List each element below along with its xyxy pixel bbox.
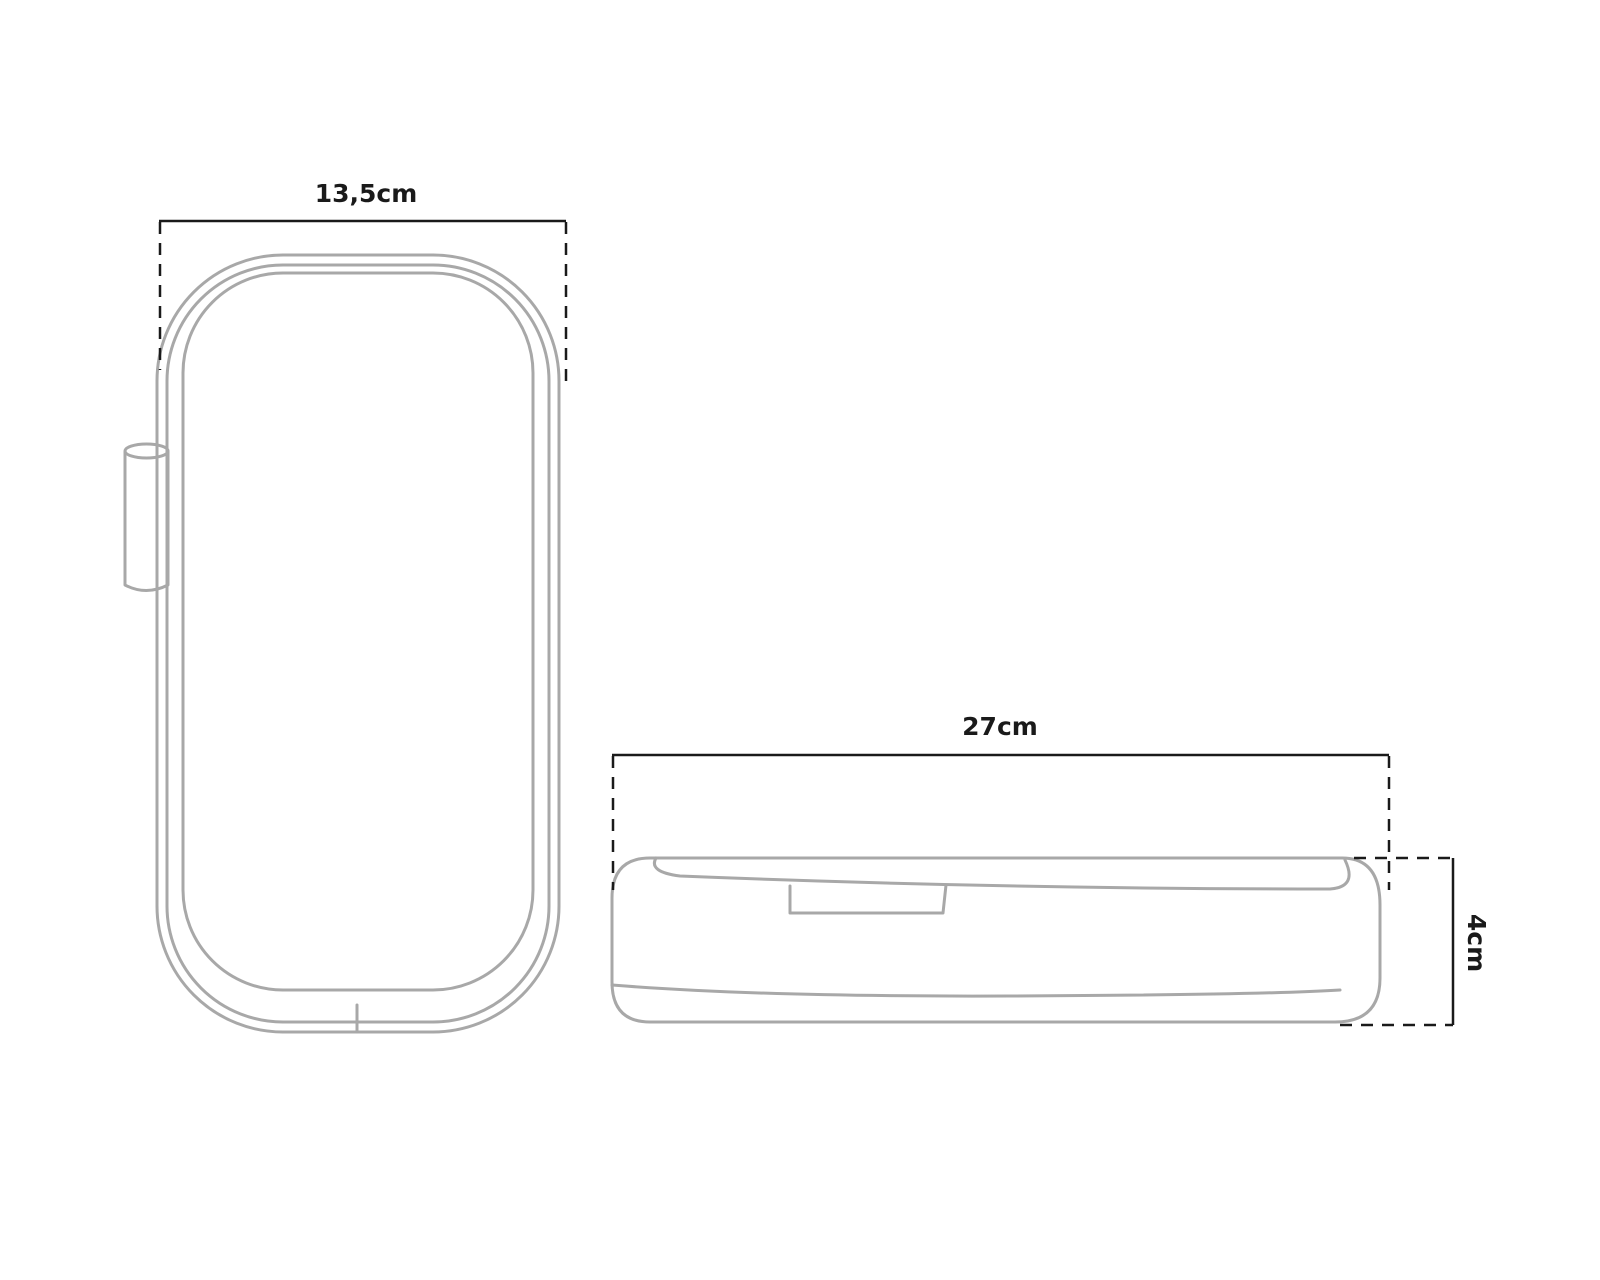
height-dimension: 4cm bbox=[1340, 856, 1491, 1027]
case-side-view bbox=[610, 856, 1382, 1024]
width-dimension: 13,5cm bbox=[158, 179, 568, 385]
length-dimension: 27cm bbox=[611, 712, 1391, 890]
case-side-base-line bbox=[610, 983, 1342, 998]
case-top-lid-rim bbox=[165, 263, 551, 1024]
case-side-handle-tab bbox=[788, 883, 948, 915]
case-top-inner-panel bbox=[181, 271, 535, 992]
length-dimension-label: 27cm bbox=[962, 712, 1038, 741]
case-top-outer-shell bbox=[155, 253, 561, 1034]
case-side-lid-top bbox=[653, 856, 1351, 891]
height-dimension-label: 4cm bbox=[1462, 914, 1491, 972]
zipper-pull-body bbox=[123, 450, 170, 592]
width-dimension-label: 13,5cm bbox=[315, 179, 418, 208]
case-top-view bbox=[123, 253, 561, 1034]
zipper-pull bbox=[123, 442, 170, 592]
zipper-pull-top bbox=[123, 442, 170, 460]
